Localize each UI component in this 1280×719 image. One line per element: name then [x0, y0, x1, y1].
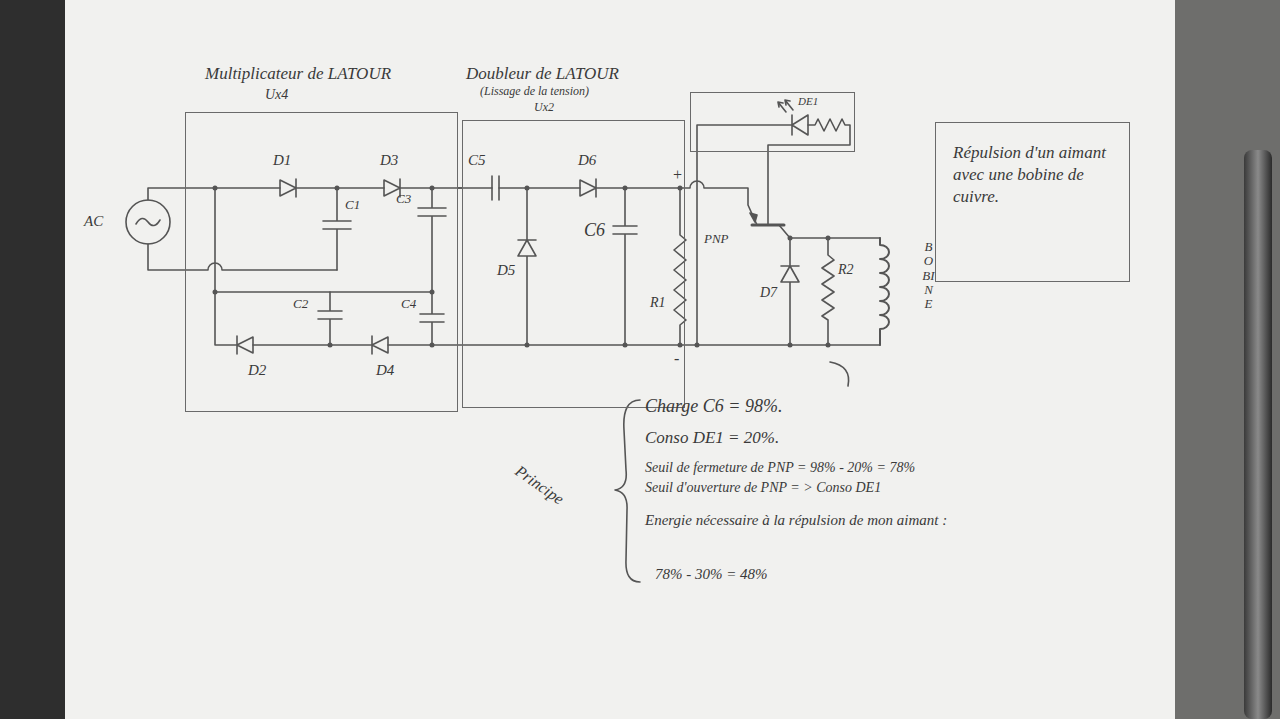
diode-symbol [237, 336, 253, 354]
diode-symbol [781, 238, 799, 345]
component-label: D4 [376, 362, 394, 379]
circuit-section: Multiplicateur de LATOUR Ux4 [185, 62, 458, 412]
wire [400, 187, 492, 189]
coil-label: BOBINE [922, 240, 935, 311]
component-label: D6 [578, 152, 596, 169]
box-text: Ux2 [534, 101, 554, 115]
emitter-arrow [750, 213, 757, 222]
resistor-symbol [674, 188, 686, 345]
junction-dots [213, 186, 831, 348]
ac-source-symbol [126, 200, 170, 244]
component-label: R1 [650, 295, 666, 311]
led-box: DE1 [690, 92, 855, 152]
wire [253, 344, 372, 346]
resistor-symbol [768, 119, 850, 225]
diode-symbol [280, 179, 296, 197]
box-outline [690, 92, 855, 152]
diode-symbol [372, 336, 388, 354]
wire [215, 291, 432, 293]
component-label: D5 [497, 262, 515, 279]
coil-symbol [880, 238, 889, 345]
component-label: C6 [584, 220, 605, 241]
curly-bracket [615, 400, 640, 582]
box-outline [185, 112, 458, 412]
capacitor-symbol [420, 292, 444, 345]
component-label: R2 [838, 262, 854, 278]
paper-sheet [65, 0, 1175, 719]
polarity-mark: + [672, 166, 683, 184]
box-text: Multiplicateur de LATOUR [205, 64, 391, 84]
wire [215, 188, 237, 345]
wire [499, 187, 580, 189]
component-label: C1 [345, 198, 360, 213]
diode-symbol [580, 179, 596, 197]
pencil-stroke [830, 362, 849, 386]
capacitor-symbol [492, 176, 499, 200]
wire [697, 125, 792, 345]
component-label: D1 [273, 152, 291, 169]
capacitor-symbol [318, 292, 342, 345]
box-text: (Lissage de la tension) [480, 85, 589, 99]
component-label: C4 [401, 297, 416, 312]
sine-mark [136, 218, 160, 225]
section-heading: Principe [511, 462, 567, 509]
box-text: Répulsion d'un aimant avec une bobine de… [953, 142, 1113, 208]
circuit-section: Doubleur de LATOUR(Lissage de la tension… [462, 62, 685, 408]
ground-rail [388, 344, 880, 346]
principle-line: Conso DE1 = 20%. [645, 428, 779, 448]
wire [296, 187, 384, 189]
component-label: D2 [248, 362, 266, 379]
note-box: Répulsion d'un aimant avec une bobine de… [935, 122, 1130, 282]
pen [1244, 150, 1272, 719]
diode-symbol [518, 188, 536, 345]
wire-connector [458, 187, 462, 189]
led-light-arrows [778, 100, 793, 112]
component-label: PNP [704, 232, 729, 247]
capacitor-symbol [613, 188, 637, 345]
capacitor-symbol [418, 188, 446, 292]
component-label: C2 [293, 297, 308, 312]
principle-line: Seuil de fermeture de PNP = 98% - 20% = … [645, 460, 915, 476]
wire [596, 181, 757, 225]
polarity-mark: - [674, 350, 679, 368]
led-symbol [792, 115, 808, 135]
principle-line: Charge C6 = 98%. [645, 396, 782, 417]
box-outline [462, 120, 685, 408]
wire [148, 244, 337, 270]
component-label: D7 [760, 285, 777, 301]
component-label: D3 [380, 152, 398, 169]
source-label: AC [84, 213, 103, 230]
table-right [1170, 0, 1280, 719]
principle-line: Energie nécessaire à la répulsion de mon… [645, 512, 947, 529]
box-text: Doubleur de LATOUR [466, 64, 619, 84]
resistor-symbol [822, 238, 834, 345]
principle-line: 78% - 30% = 48% [655, 566, 768, 583]
box-text: Ux4 [265, 87, 288, 103]
component-label: C5 [468, 152, 486, 169]
component-label: C3 [396, 192, 411, 207]
principle-line: Seuil d'ouverture de PNP = > Conso DE1 [645, 480, 881, 496]
box-text: DE1 [798, 95, 818, 108]
